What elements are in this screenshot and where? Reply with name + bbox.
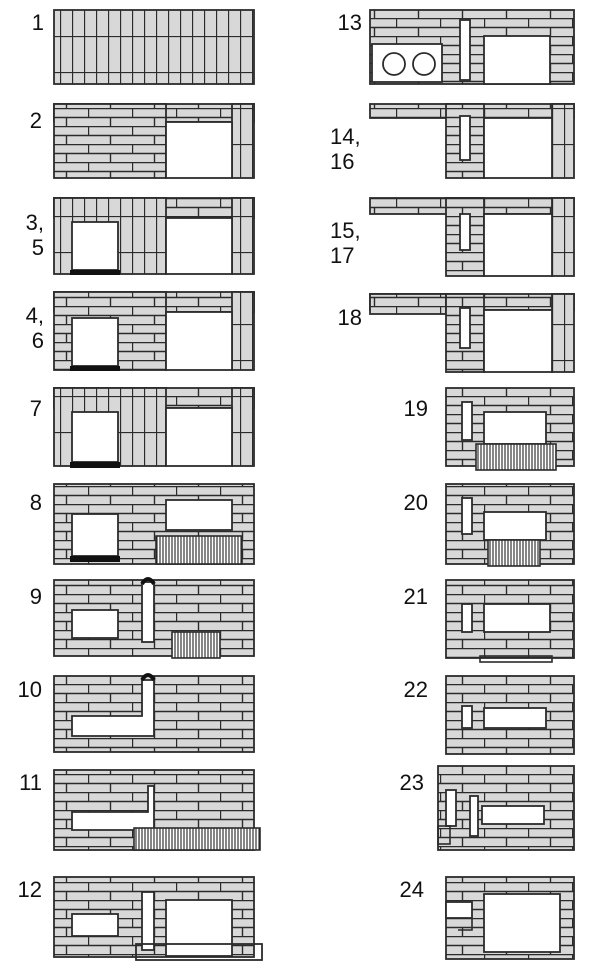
course-14-opening — [483, 117, 553, 179]
course-label-3-5: 3, 5 — [25, 210, 44, 260]
course-7-door-sill — [70, 462, 120, 468]
course-2-opening — [165, 121, 233, 179]
course-12-base-plate — [135, 943, 263, 961]
course-label-10: 10 — [17, 677, 42, 702]
course-8-firebox-door — [71, 513, 119, 557]
course-15-flue — [459, 213, 471, 251]
course-22-flue — [461, 705, 473, 729]
course-2-core — [53, 103, 167, 179]
course-21-chamber — [483, 603, 551, 633]
course-label-24: 24 — [399, 877, 424, 902]
course-label-21: 21 — [403, 584, 428, 609]
course-23-left-flue — [445, 789, 457, 827]
course-21-base-strip — [479, 655, 553, 663]
course-label-11: 11 — [19, 770, 42, 795]
course-13-burner-left — [382, 52, 406, 76]
course-18-opening — [483, 309, 553, 373]
course-label-8: 8 — [29, 490, 42, 515]
course-label-19: 19 — [403, 396, 428, 421]
course-label-22: 22 — [403, 677, 428, 702]
course-20-chamber — [483, 511, 547, 541]
course-label-23: 23 — [399, 770, 424, 795]
course-14-right-wall — [551, 103, 575, 179]
course-23-flue — [469, 795, 479, 837]
course-23-step — [437, 825, 451, 845]
course-9-firebox — [71, 609, 119, 639]
course-24-cleanout-step — [458, 918, 473, 931]
course-label-1: 1 — [31, 10, 44, 35]
course-8-door-sill — [70, 556, 120, 562]
course-12-flue — [141, 891, 155, 951]
course-label-20: 20 — [403, 490, 428, 515]
course-8-oven-chamber — [165, 499, 233, 531]
course-20-flue — [461, 497, 473, 535]
course-2-right-wall — [231, 103, 255, 179]
course-label-2: 2 — [29, 108, 42, 133]
course-8-oven-grate — [155, 535, 243, 565]
course-4-opening — [165, 311, 233, 371]
course-18-right-wall — [551, 293, 575, 373]
course-23-chamber — [481, 805, 545, 825]
course-11-grate-slab — [133, 827, 261, 851]
course-4-right-wall — [231, 291, 255, 371]
course-19-chamber — [483, 411, 547, 445]
course-21-flue — [461, 603, 473, 633]
course-3-firebox-door — [71, 221, 119, 271]
course-18-ledge — [369, 293, 447, 315]
course-19-grate — [475, 443, 557, 471]
course-1-plan — [53, 9, 255, 85]
course-9-flue — [141, 581, 155, 643]
course-19-flue — [461, 401, 473, 441]
course-15-opening — [483, 213, 553, 277]
course-label-12: 12 — [17, 877, 42, 902]
course-label-15-17: 15, 17 — [330, 218, 361, 268]
course-label-18: 18 — [337, 305, 362, 330]
course-3-opening — [165, 217, 233, 275]
course-9-flue-cap — [140, 577, 156, 586]
course-22-chamber — [483, 707, 547, 729]
course-7-firebox-door — [71, 411, 119, 463]
course-3-door-sill — [70, 270, 120, 275]
course-3-right-wall — [231, 197, 255, 275]
course-7-right-wall — [231, 387, 255, 467]
course-18-flue — [459, 307, 471, 349]
course-14-flue — [459, 115, 471, 161]
course-label-9: 9 — [29, 584, 42, 609]
course-13-burner-right — [412, 52, 436, 76]
course-12-opening — [165, 899, 233, 957]
course-4-door-sill — [70, 366, 120, 371]
course-20-grate — [487, 539, 541, 567]
course-label-4-6: 4, 6 — [25, 303, 44, 353]
course-label-13: 13 — [337, 10, 362, 35]
course-9-ash-grate — [171, 631, 221, 659]
course-13-flue — [459, 19, 471, 81]
course-13-opening — [483, 35, 551, 85]
course-10-flue-cap — [140, 673, 156, 682]
course-15-right-wall — [551, 197, 575, 277]
course-4-firebox-door — [71, 317, 119, 367]
course-24-opening — [483, 893, 561, 953]
course-7-opening — [165, 407, 233, 467]
course-12-firebox — [71, 913, 119, 937]
course-label-14-16: 14, 16 — [330, 124, 361, 174]
course-24-cleanout — [445, 901, 473, 919]
course-label-7: 7 — [29, 396, 42, 421]
